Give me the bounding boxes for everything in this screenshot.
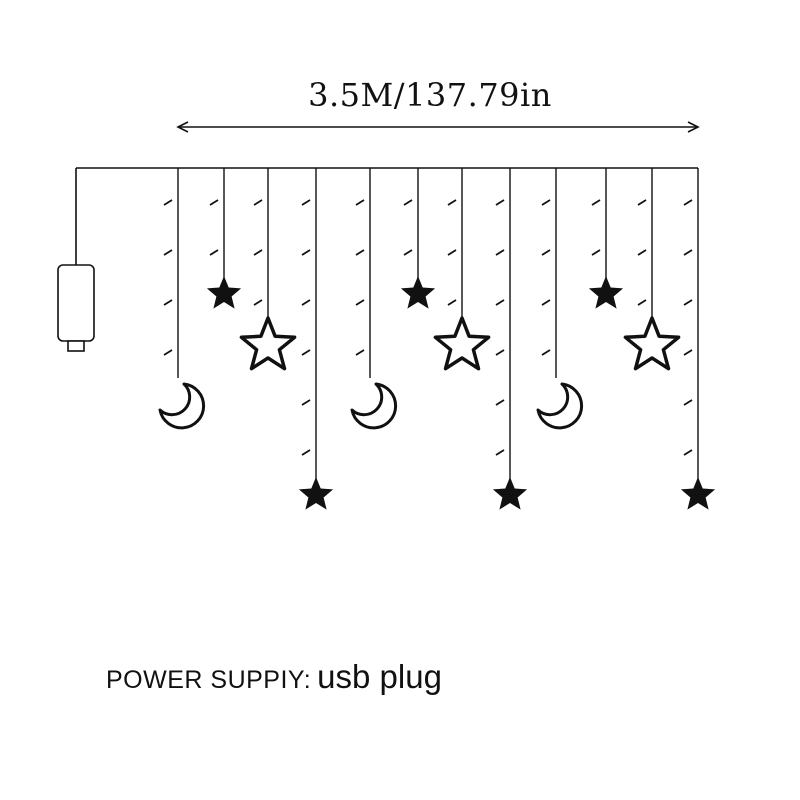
- star-solid-icon: [206, 276, 242, 309]
- led-bulb: [541, 349, 551, 356]
- star-solid-icon: [298, 477, 334, 510]
- led-bulb: [637, 199, 647, 206]
- star-outline-icon: [433, 316, 491, 371]
- led-bulb: [447, 199, 457, 206]
- dimension-label: 3.5M/137.79in: [308, 76, 552, 114]
- led-bulb: [447, 249, 457, 256]
- led-bulb: [253, 249, 263, 256]
- led-bulb: [683, 299, 693, 306]
- moon-icon: [536, 382, 584, 430]
- led-bulb: [209, 199, 219, 206]
- led-bulb: [163, 249, 173, 256]
- led-bulb: [495, 199, 505, 206]
- power-supply-caption: POWER SUPPIY:usb plug: [106, 658, 442, 696]
- led-bulb: [495, 249, 505, 256]
- led-bulb: [355, 199, 365, 206]
- led-bulb: [495, 449, 505, 456]
- led-bulb: [541, 249, 551, 256]
- led-bulb: [301, 399, 311, 406]
- led-bulb: [403, 249, 413, 256]
- led-bulb: [683, 449, 693, 456]
- light-strands: [158, 168, 716, 510]
- light-strand: [158, 168, 206, 430]
- star-outline-icon: [239, 316, 297, 371]
- light-strand: [536, 168, 584, 430]
- led-bulb: [495, 399, 505, 406]
- led-bulb: [683, 249, 693, 256]
- light-strand: [588, 168, 624, 309]
- led-bulb: [301, 349, 311, 356]
- led-bulb: [403, 199, 413, 206]
- moon-icon: [350, 382, 398, 430]
- light-strand: [680, 168, 716, 510]
- led-bulb: [683, 349, 693, 356]
- led-bulb: [495, 349, 505, 356]
- light-strand: [350, 168, 398, 430]
- led-bulb: [447, 299, 457, 306]
- led-bulb: [301, 199, 311, 206]
- light-strand: [239, 168, 297, 371]
- light-strand: [623, 168, 681, 371]
- usb-plug-icon: [57, 264, 95, 352]
- light-strand: [298, 168, 334, 510]
- led-bulb: [637, 249, 647, 256]
- moon-icon: [158, 382, 206, 430]
- led-bulb: [209, 249, 219, 256]
- led-bulb: [541, 199, 551, 206]
- star-solid-icon: [400, 276, 436, 309]
- led-bulb: [253, 199, 263, 206]
- light-strand: [400, 168, 436, 309]
- led-bulb: [163, 199, 173, 206]
- led-bulb: [355, 299, 365, 306]
- star-solid-icon: [588, 276, 624, 309]
- power-supply-label: POWER SUPPIY:: [106, 666, 312, 694]
- led-bulb: [355, 249, 365, 256]
- led-bulb: [301, 449, 311, 456]
- dimension-arrow: [176, 121, 700, 133]
- led-bulb: [301, 249, 311, 256]
- led-bulb: [591, 249, 601, 256]
- led-bulb: [637, 299, 647, 306]
- led-bulb: [355, 349, 365, 356]
- led-bulb: [163, 299, 173, 306]
- led-bulb: [163, 349, 173, 356]
- light-strand: [492, 168, 528, 510]
- star-solid-icon: [680, 477, 716, 510]
- led-bulb: [541, 299, 551, 306]
- star-solid-icon: [492, 477, 528, 510]
- led-bulb: [683, 199, 693, 206]
- main-wire: [75, 167, 698, 265]
- led-bulb: [591, 199, 601, 206]
- power-supply-value: usb plug: [317, 658, 442, 695]
- led-bulb: [495, 299, 505, 306]
- led-bulb: [683, 399, 693, 406]
- light-strand: [206, 168, 242, 309]
- star-outline-icon: [623, 316, 681, 371]
- led-bulb: [301, 299, 311, 306]
- led-bulb: [253, 299, 263, 306]
- light-strand: [433, 168, 491, 371]
